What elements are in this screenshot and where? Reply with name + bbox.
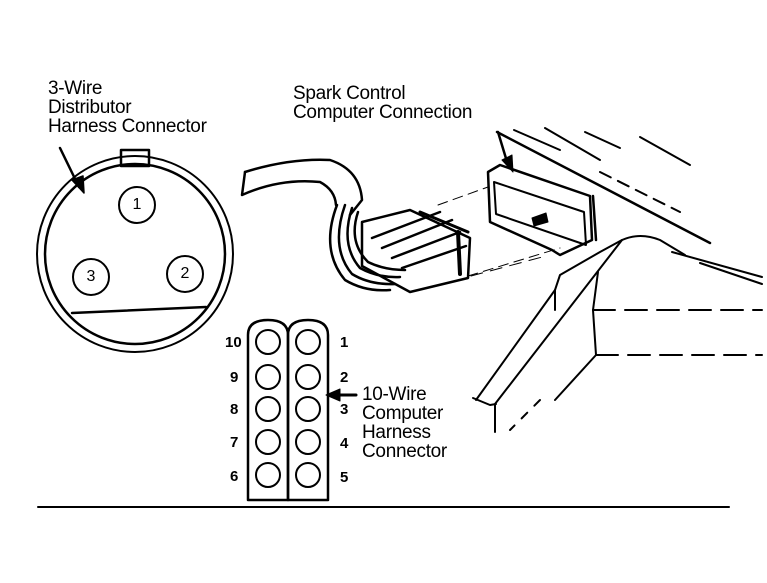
distributor-connector-drawing — [36, 146, 234, 353]
distributor-pin-label-2: 2 — [180, 265, 190, 282]
distributor-pin-label-3: 3 — [86, 268, 96, 285]
label-line: Connector — [362, 441, 447, 462]
computer-pin-3 — [295, 396, 321, 422]
distributor-connector-label: 3-Wire Distributor Harness Connector — [48, 79, 207, 136]
spark-control-computer-drawing — [470, 127, 763, 433]
label-line: Harness — [362, 422, 431, 443]
plug-body — [360, 208, 472, 294]
computer-harness-face-drawing — [246, 318, 358, 502]
computer-pin-label-8: 8 — [230, 401, 239, 418]
computer-pin-label-3: 3 — [340, 401, 349, 418]
label-line: 3-Wire — [48, 78, 103, 99]
label-line: Harness Connector — [48, 116, 207, 137]
harness-sheath-lower — [240, 170, 338, 207]
computer-pin-9 — [255, 364, 281, 390]
connector-right-column — [286, 318, 330, 502]
spark-control-label: Spark Control Computer Connection — [293, 84, 472, 122]
computer-pin-10 — [255, 329, 281, 355]
bracket-outline — [554, 235, 686, 311]
wire-harness-plug-drawing — [240, 158, 561, 294]
computer-pin-8 — [255, 396, 281, 422]
computer-pin-5 — [295, 462, 321, 488]
connector-outer-ring — [36, 155, 234, 353]
computer-pin-label-1: 1 — [340, 334, 349, 351]
computer-pin-label-7: 7 — [230, 434, 239, 451]
computer-pin-2 — [295, 364, 321, 390]
computer-pin-1 — [295, 329, 321, 355]
label-line: Distributor — [48, 97, 132, 118]
computer-housing-edge — [495, 130, 712, 245]
computer-pin-label-6: 6 — [230, 468, 239, 485]
alignment-line-upper — [437, 186, 489, 206]
connector-left-column — [246, 318, 290, 502]
harness-arrow-head — [325, 388, 341, 402]
computer-pin-label-9: 9 — [230, 369, 239, 386]
distributor-arrow-head — [71, 175, 85, 194]
label-line: Computer — [362, 403, 444, 424]
computer-harness-label: 10-Wire Computer Harness Connector — [362, 385, 447, 461]
connector-inner-ring — [43, 162, 227, 346]
distributor-pin-3 — [72, 258, 110, 296]
distributor-pin-label-1: 1 — [132, 196, 142, 213]
label-line: 10-Wire — [362, 384, 427, 405]
computer-pin-label-5: 5 — [340, 469, 349, 486]
distributor-pin-1 — [118, 186, 156, 224]
connector-flat-edge — [70, 305, 208, 315]
computer-pin-6 — [255, 462, 281, 488]
computer-pin-label-10: 10 — [225, 334, 242, 351]
harness-sheath-upper — [243, 158, 364, 217]
computer-pin-4 — [295, 429, 321, 455]
computer-pin-label-4: 4 — [340, 435, 349, 452]
label-line: Spark Control — [293, 83, 406, 104]
computer-pin-7 — [255, 429, 281, 455]
distributor-pin-2 — [166, 255, 204, 293]
spark-control-arrow-head — [501, 154, 514, 173]
alignment-line-lower — [467, 247, 561, 277]
label-line: Computer Connection — [293, 102, 473, 123]
computer-socket — [486, 163, 594, 257]
computer-pin-label-2: 2 — [340, 369, 349, 386]
